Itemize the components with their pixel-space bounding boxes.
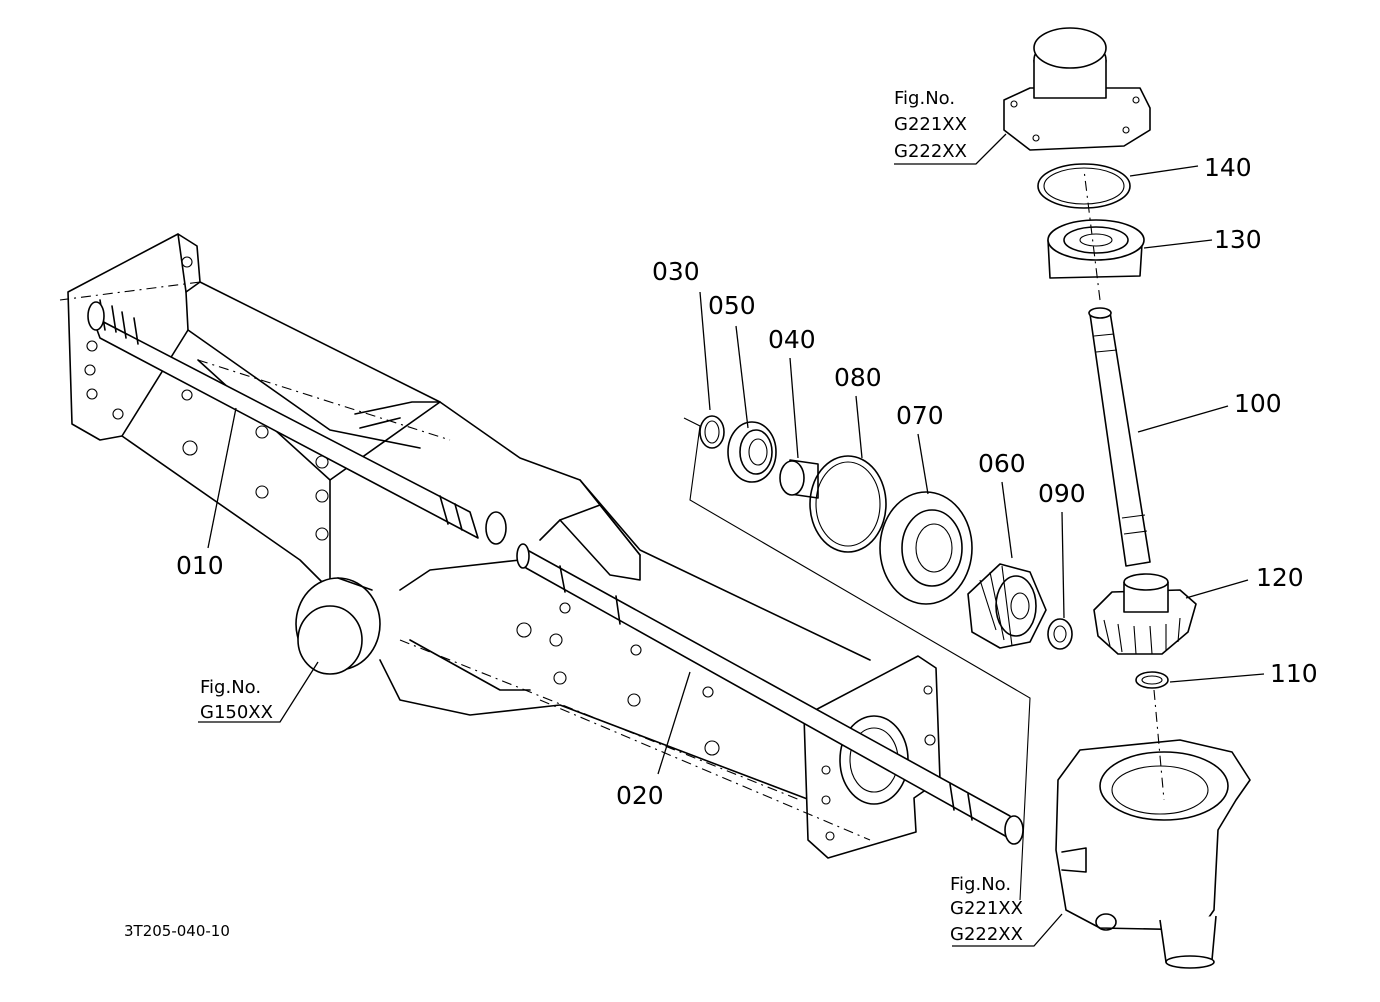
fig-ref-top: Fig.No. G221XX G222XX (894, 88, 967, 162)
label-120: 120 (1256, 563, 1304, 592)
washer-090 (1047, 618, 1073, 650)
fig-ref-top-label: Fig.No. (894, 88, 955, 109)
bearing-130 (1047, 219, 1145, 279)
label-080: 080 (834, 363, 882, 392)
oring-140 (1037, 163, 1131, 209)
circlip-030 (699, 415, 725, 449)
collar-040 (779, 459, 819, 499)
fig-ref-left-code-1: G150XX (200, 702, 273, 723)
fig-ref-bottom-label: Fig.No. (950, 874, 1011, 895)
bevel-gear-060 (967, 563, 1047, 649)
snap-ring-110 (1135, 671, 1169, 689)
label-060: 060 (978, 449, 1026, 478)
label-070: 070 (896, 401, 944, 430)
assembly-outline (683, 417, 1031, 901)
label-130: 130 (1214, 225, 1262, 254)
fig-ref-bottom-code-1: G221XX (950, 898, 1023, 919)
fig-ref-left: Fig.No. G150XX (200, 677, 273, 723)
bearing-050 (727, 421, 777, 483)
axle-shaft-020 (516, 543, 1024, 845)
part-number-labels: 010 020 030 050 040 080 070 060 090 100 … (176, 153, 1318, 810)
shim-080 (809, 455, 887, 553)
bevel-gear-120 (1093, 573, 1197, 655)
label-020: 020 (616, 781, 664, 810)
bearing-070 (879, 491, 973, 605)
label-030: 030 (652, 257, 700, 286)
label-100: 100 (1234, 389, 1282, 418)
vertical-shaft-100 (1088, 307, 1151, 567)
label-140: 140 (1204, 153, 1252, 182)
label-010: 010 (176, 551, 224, 580)
fig-ref-top-code-1: G221XX (894, 114, 967, 135)
label-050: 050 (708, 291, 756, 320)
label-040: 040 (768, 325, 816, 354)
label-090: 090 (1038, 479, 1086, 508)
upper-housing (1003, 27, 1151, 151)
label-110: 110 (1270, 659, 1318, 688)
drawing-code: 3T205-040-10 (124, 922, 230, 940)
leader-lines (198, 133, 1265, 947)
axle-shaft-010 (87, 299, 507, 545)
fig-ref-top-code-2: G222XX (894, 141, 967, 162)
fig-ref-left-label: Fig.No. (200, 677, 261, 698)
fig-ref-bottom-code-2: G222XX (950, 924, 1023, 945)
lower-gear-case (1055, 739, 1251, 969)
fig-ref-bottom: Fig.No. G221XX G222XX (950, 874, 1023, 945)
